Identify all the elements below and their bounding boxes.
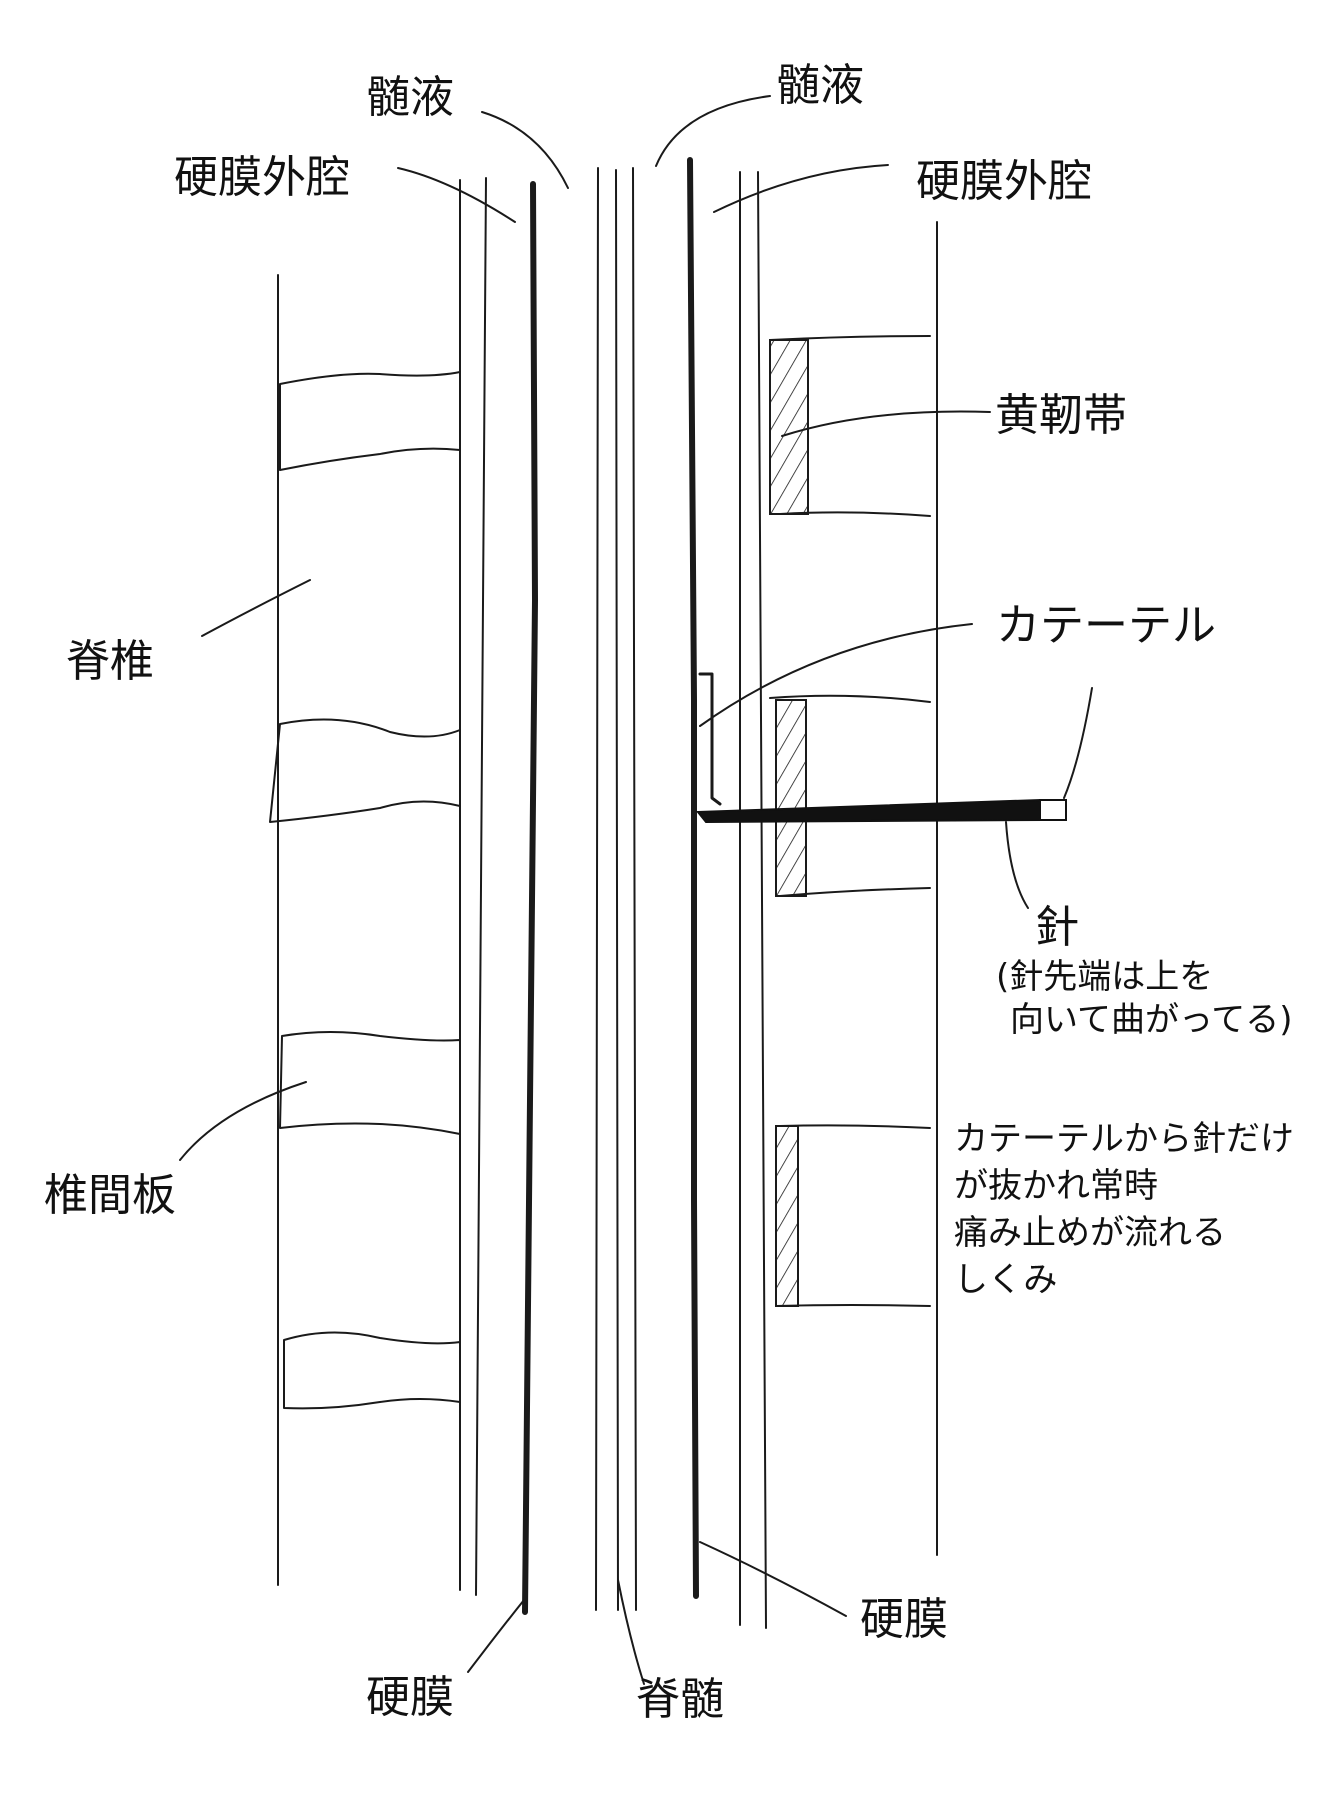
ligament-right-line-b — [757, 171, 767, 1629]
ligament-flavum-block-1 — [769, 339, 809, 515]
label-csf-right: 髄液 — [776, 60, 864, 111]
leader-dura-left — [467, 1599, 525, 1673]
leader-epidural-right — [713, 164, 889, 213]
disc-left-1 — [279, 371, 461, 471]
disc-left-4 — [283, 1331, 461, 1410]
needle-body — [695, 798, 1044, 824]
label-epidural-left: 硬膜外腔 — [174, 152, 350, 203]
mechanism-line-4: しくみ — [954, 1259, 1058, 1300]
spinal-cord-mid-line — [615, 169, 619, 1611]
spinal-cord-right-line — [632, 167, 637, 1611]
needle-note-line-2: 向いて曲がってる) — [1010, 999, 1293, 1040]
mechanism-line-2: が抜かれ常時 — [954, 1165, 1158, 1206]
vertebra-right-edge-5 — [779, 1124, 931, 1129]
ligament-flavum-block-3 — [775, 1125, 799, 1307]
mechanism-line-3: 痛み止めが流れる — [954, 1212, 1226, 1253]
ligament-flavum-block-2 — [775, 699, 807, 897]
label-epidural-right: 硬膜外腔 — [916, 156, 1092, 207]
needle-hub — [1039, 799, 1067, 821]
leader-catheter — [699, 623, 973, 727]
label-csf-left: 髄液 — [366, 72, 454, 123]
disc-left-3 — [279, 1031, 461, 1135]
label-ligamentum-flavum: 黄靭帯 — [995, 390, 1127, 441]
leader-csf-left — [481, 111, 569, 189]
leader-vertebra — [201, 579, 311, 637]
leader-csf-right — [655, 95, 771, 167]
label-catheter: カテーテル — [996, 600, 1216, 651]
leader-needle — [1005, 821, 1029, 909]
leader-epidural-left — [397, 167, 516, 223]
label-dura-left: 硬膜 — [366, 1672, 454, 1723]
label-vertebra: 脊椎 — [66, 636, 154, 687]
leader-needle-hub — [1063, 687, 1093, 799]
label-mechanism-note: カテーテルから針だけ が抜かれ常時 痛み止めが流れる しくみ — [954, 1116, 1294, 1304]
leader-dura-right — [699, 1541, 847, 1617]
leader-spinal-cord — [617, 1579, 645, 1685]
label-spinal-cord: 脊髄 — [636, 1674, 724, 1725]
label-needle: 針 — [1035, 902, 1079, 953]
catheter-line — [698, 672, 722, 806]
spinal-cord-left-line — [595, 167, 599, 1611]
leader-ligament — [781, 410, 991, 437]
dura-left-line — [522, 181, 538, 1615]
disc-left-2 — [269, 718, 461, 823]
leader-disc — [179, 1081, 307, 1161]
dura-right-line — [687, 157, 699, 1599]
vertebra-right-edge-6 — [775, 1304, 931, 1307]
needle-note-line-1: (針先端は上を — [996, 957, 1214, 997]
label-dura-right: 硬膜 — [860, 1594, 948, 1645]
label-needle-note: (針先端は上を 向いて曲がってる) — [996, 956, 1293, 1041]
label-intervertebral-disc: 椎間板 — [44, 1170, 176, 1221]
vertebra-right-edge-3 — [769, 694, 931, 703]
ligament-left-line — [475, 177, 487, 1596]
mechanism-line-1: カテーテルから針だけ — [954, 1119, 1294, 1159]
